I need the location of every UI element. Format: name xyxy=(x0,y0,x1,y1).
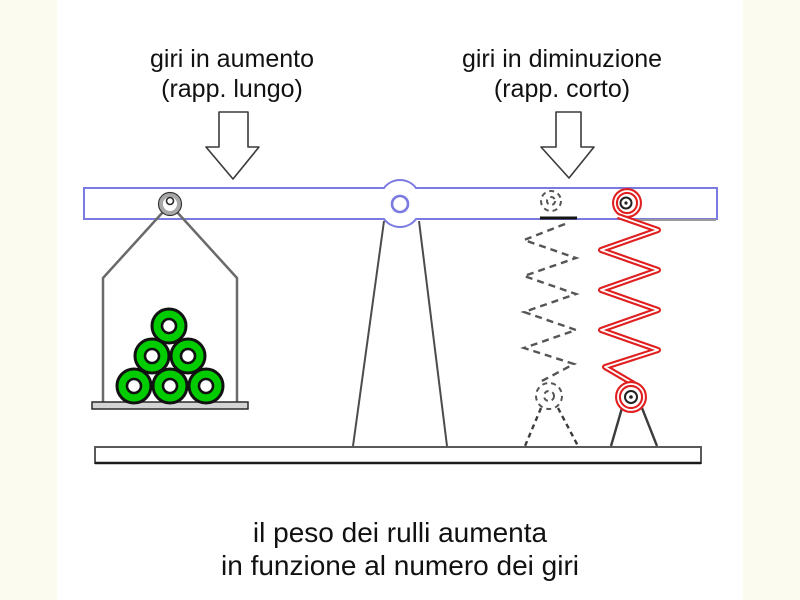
red-spring-top-ring-dot xyxy=(624,201,628,205)
red-spring-top-spiral-core xyxy=(614,190,640,216)
roller xyxy=(133,337,171,375)
label-right-line2: (rapp. corto) xyxy=(493,75,631,103)
label-left-line1: giri in aumento xyxy=(150,45,314,73)
ghost-bracket-right-leg xyxy=(556,407,580,447)
ghost-spring-bottom-spiral xyxy=(535,382,563,410)
red-spring-bottom-spiral-core xyxy=(617,383,645,411)
roller xyxy=(151,367,189,405)
label-right: giri in diminuzione (rapp. corto) xyxy=(412,44,712,104)
red-spring-coil-core xyxy=(600,215,659,385)
ghost-bracket-left-leg xyxy=(523,407,543,447)
ghost-spring-bottom-spiral-inner xyxy=(543,390,555,402)
down-arrow-right-icon xyxy=(540,111,595,179)
ghost-spring-coil xyxy=(520,222,580,384)
fulcrum xyxy=(352,220,448,447)
balance-beam xyxy=(83,179,718,228)
beam-pivot-hole xyxy=(390,194,410,214)
caption-line1: il peso dei rulli aumenta xyxy=(252,517,548,548)
ground-base xyxy=(94,446,702,465)
down-arrow-left-icon xyxy=(205,111,260,180)
basket-hanger-right xyxy=(176,211,239,402)
caption-line2: in funzione al numero dei giri xyxy=(221,550,579,581)
roller-basket xyxy=(91,191,249,410)
red-bracket-right-leg xyxy=(640,407,659,447)
label-left-line2: (rapp. lungo) xyxy=(161,75,303,103)
roller xyxy=(187,367,225,405)
beam-hook-hole xyxy=(165,196,175,206)
ghost-spring-dashed xyxy=(520,190,580,447)
roller xyxy=(150,307,188,345)
red-bracket-left-leg xyxy=(609,407,624,447)
label-right-line1: giri in diminuzione xyxy=(461,45,663,73)
red-spring xyxy=(598,188,661,447)
fulcrum-right-leg xyxy=(418,220,448,447)
base-plate xyxy=(94,446,702,464)
beam-hook-outline xyxy=(157,191,183,217)
roller xyxy=(169,337,207,375)
ghost-spring-top-spiral-inner xyxy=(546,196,556,206)
fulcrum-left-leg xyxy=(352,220,385,447)
red-spring-bottom-ring-dot xyxy=(629,395,633,399)
caption: il peso dei rulli aumenta in funzione al… xyxy=(150,516,650,582)
roller xyxy=(115,367,153,405)
label-left: giri in aumento (rapp. lungo) xyxy=(82,44,382,104)
basket-hanger-left xyxy=(101,211,164,402)
ghost-spring-top-spiral xyxy=(540,190,562,212)
roller-stack xyxy=(115,307,225,405)
